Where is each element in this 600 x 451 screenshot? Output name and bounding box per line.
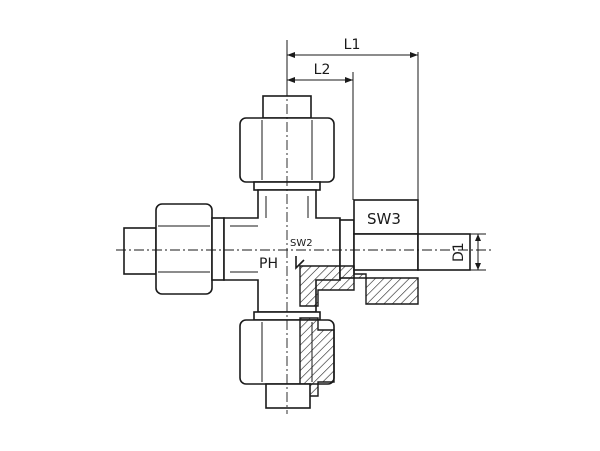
right-fitting-section: SW3: [299, 199, 471, 307]
sw2-label: SW2: [290, 238, 313, 249]
tee-body: SW2 PH: [223, 189, 341, 313]
dimension-l2: L2: [287, 62, 354, 200]
sw3-label: SW3: [367, 210, 401, 228]
l1-label: L1: [344, 37, 361, 53]
d1-label: D1: [451, 242, 467, 262]
left-nut: [123, 203, 225, 295]
centre-lines: [116, 86, 494, 414]
l2-label: L2: [314, 62, 331, 78]
ph-label: PH: [259, 256, 278, 272]
dimension-d1: D1: [451, 233, 486, 271]
